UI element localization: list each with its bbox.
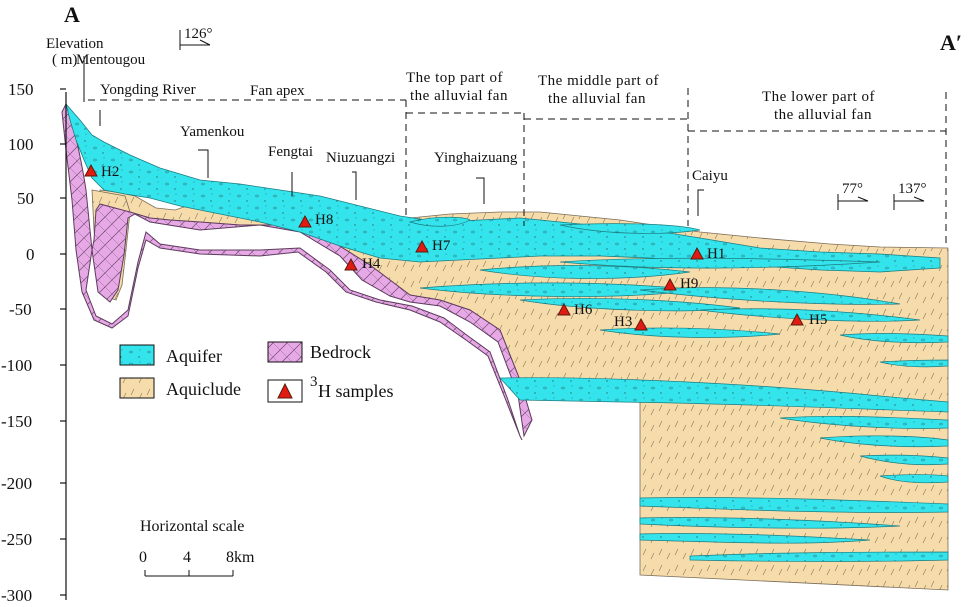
zone-top-label-2: the alluvial fan xyxy=(410,88,508,104)
bedrock-layer xyxy=(61,102,533,441)
tick-label: 0 xyxy=(26,245,35,264)
zone-lower-label-1: The lower part of xyxy=(762,89,875,105)
zone-middle-label-2: the alluvial fan xyxy=(548,91,646,107)
scale-title: Horizontal scale xyxy=(140,518,244,535)
tick-label: 150 xyxy=(8,80,34,99)
zone-top-label-1: The top part of xyxy=(406,70,503,86)
aquifer-main-belt xyxy=(65,103,941,273)
aquifer-lenses xyxy=(408,216,949,562)
place-fan-apex: Fan apex xyxy=(250,83,305,99)
place-yinghaizuang: Yinghaizuang xyxy=(434,150,518,166)
axis-title: Elevation xyxy=(46,36,104,52)
tick-label: -300 xyxy=(1,586,32,605)
legend-bedrock-swatch xyxy=(267,341,303,363)
place-mentougou: Mentougou xyxy=(76,52,146,68)
place-yongding-river: Yongding River xyxy=(100,82,196,98)
legend-samples-triangle xyxy=(277,382,293,399)
scale-tick-4: 4 xyxy=(183,549,191,566)
tick-label: 50 xyxy=(17,189,34,208)
place-fengtai: Fengtai xyxy=(268,144,313,160)
sample-markers xyxy=(84,163,804,331)
tick-label: -250 xyxy=(1,530,32,549)
zone-lower-label-2: the alluvial fan xyxy=(774,107,872,123)
tick-label: -50 xyxy=(9,300,32,319)
svg-text:126°: 126° xyxy=(184,26,213,42)
sample-h2: H2 xyxy=(101,164,119,180)
horizontal-scale: Horizontal scale 0 4 8km xyxy=(139,518,255,577)
section-start-label: A xyxy=(64,2,80,27)
elevation-axis: 150 100 50 0 -50 -100 -150 -200 -250 -30… xyxy=(1,80,67,605)
scale-tick-8: 8km xyxy=(226,549,255,566)
place-niuzuangzi: Niuzuangzi xyxy=(326,150,395,166)
legend-aquifer-label: Aquifer xyxy=(166,346,222,366)
sample-h7: H7 xyxy=(432,238,451,254)
sample-h9: H9 xyxy=(680,276,698,292)
svg-text:77°: 77° xyxy=(842,181,863,197)
legend-aquifer-swatch xyxy=(119,344,155,366)
legend-bedrock-label: Bedrock xyxy=(310,342,371,362)
sample-h8: H8 xyxy=(315,212,333,228)
bearing-137: 137° xyxy=(893,181,927,210)
sample-h5: H5 xyxy=(809,312,827,328)
axis-unit: ( m) xyxy=(52,52,77,68)
scale-tick-0: 0 xyxy=(139,549,147,566)
place-yamenkou: Yamenkou xyxy=(180,124,245,140)
bearing-126: 126° xyxy=(179,26,213,50)
legend-aquiclude-swatch xyxy=(119,377,155,399)
tick-label: -100 xyxy=(1,356,32,375)
legend-aquiclude-label: Aquiclude xyxy=(166,379,241,399)
sample-h3: H3 xyxy=(614,314,632,330)
section-end-label: A′ xyxy=(940,30,962,55)
sample-h1: H1 xyxy=(707,246,725,262)
sample-h4: H4 xyxy=(362,256,381,272)
zone-middle-label-1: The middle part of xyxy=(538,73,659,89)
sample-h6: H6 xyxy=(574,302,593,318)
legend-samples-superscript: 3 xyxy=(310,374,318,390)
legend: Aquifer Bedrock Aquiclude 3 H samples xyxy=(119,341,394,403)
place-caiyu: Caiyu xyxy=(692,168,728,184)
tick-label: 100 xyxy=(8,135,34,154)
svg-text:137°: 137° xyxy=(898,181,927,197)
zone-boundaries xyxy=(88,88,947,248)
tick-label: -200 xyxy=(1,474,32,493)
bearing-77: 77° xyxy=(837,181,869,210)
tick-label: -150 xyxy=(1,412,32,431)
legend-samples-label: H samples xyxy=(318,381,394,401)
